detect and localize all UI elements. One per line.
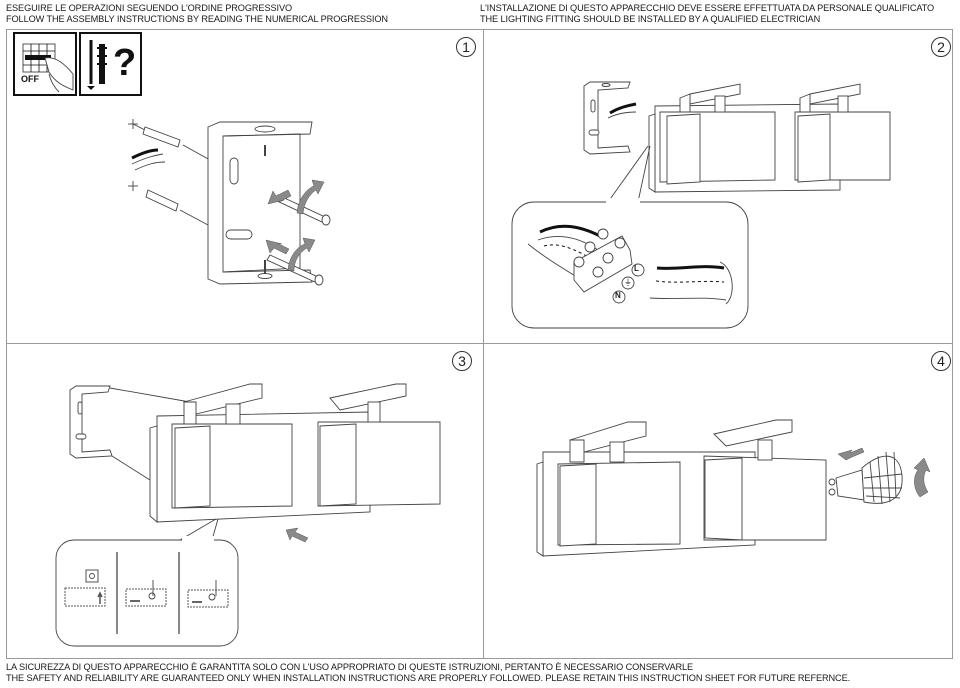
wall-plug-lower xyxy=(128,181,209,226)
header-left-english: FOLLOW THE ASSEMBLY INSTRUCTIONS BY READ… xyxy=(6,14,388,24)
supply-cable-live xyxy=(656,265,725,270)
step-number-badge: 3 xyxy=(452,351,472,371)
mounting-bracket xyxy=(207,121,313,285)
spotlight-fixture xyxy=(536,419,827,557)
breaker-switch-icon xyxy=(22,43,74,93)
footer-english: THE SAFETY AND RELIABILITY ARE GUARANTEE… xyxy=(6,673,851,683)
step-number-badge: 4 xyxy=(931,351,951,371)
terminal-label-live: L xyxy=(634,264,639,273)
mounting-bracket xyxy=(583,81,637,155)
header-right: L'INSTALLAZIONE DI QUESTO APPARECCHIO DE… xyxy=(480,3,934,25)
slide-step-b xyxy=(125,580,167,607)
supply-cable-earth xyxy=(655,280,725,283)
off-label: OFF xyxy=(21,74,39,84)
spotlight-fixture xyxy=(149,383,441,523)
slide-step-c xyxy=(187,580,229,608)
header-left-italian: ESEGUIRE LE OPERAZIONI SEGUENDO L'ORDINE… xyxy=(6,3,293,13)
panel-divider-vertical xyxy=(483,29,484,659)
step-number-badge: 1 xyxy=(456,37,476,57)
fixture-mounting-illustration xyxy=(55,383,441,647)
rotate-arrow-icon xyxy=(287,237,316,272)
mains-cable xyxy=(131,148,159,160)
insert-arrow-icon xyxy=(837,447,865,461)
push-arrow-icon xyxy=(265,239,290,255)
wall-bracket-illustration xyxy=(128,119,331,286)
footer-italian: LA SICUREZZA DI QUESTO APPARECCHIO È GAR… xyxy=(6,662,694,672)
terminal-block xyxy=(573,228,633,293)
gu10-bulb xyxy=(828,451,903,505)
question-mark: ? xyxy=(113,42,137,84)
push-arrow-icon xyxy=(267,189,292,205)
footer-notice: LA SICUREZZA DI QUESTO APPARECCHIO È GAR… xyxy=(6,662,850,684)
header-right-italian: L'INSTALLAZIONE DI QUESTO APPARECCHIO DE… xyxy=(480,3,935,13)
spotlight-fixture xyxy=(648,83,891,193)
wiring-illustration xyxy=(511,81,891,329)
terminal-label-earth: ⏚ xyxy=(624,278,632,287)
twist-arrow-icon xyxy=(913,457,931,498)
screw-and-plug-icon: ? xyxy=(79,32,142,96)
screw-dowel-icon xyxy=(87,40,107,90)
step-number-badge: 2 xyxy=(931,37,951,57)
header-left: ESEGUIRE LE OPERAZIONI SEGUENDO L'ORDINE… xyxy=(6,3,388,25)
wall-plug-upper xyxy=(128,119,211,161)
terminal-label-neutral: N xyxy=(615,291,621,300)
panel-divider-horizontal xyxy=(6,343,953,344)
instruction-frame xyxy=(6,29,953,659)
header-right-english: THE LIGHTING FITTING SHOULD BE INSTALLED… xyxy=(480,14,821,24)
bulb-insertion-illustration xyxy=(536,419,931,557)
rotate-arrow-icon xyxy=(296,179,325,215)
power-off-icon: OFF xyxy=(13,32,77,96)
mounting-bracket xyxy=(69,385,191,481)
slide-step-a xyxy=(64,569,106,607)
slide-arrow-icon xyxy=(285,527,309,543)
live-wire xyxy=(539,224,601,238)
